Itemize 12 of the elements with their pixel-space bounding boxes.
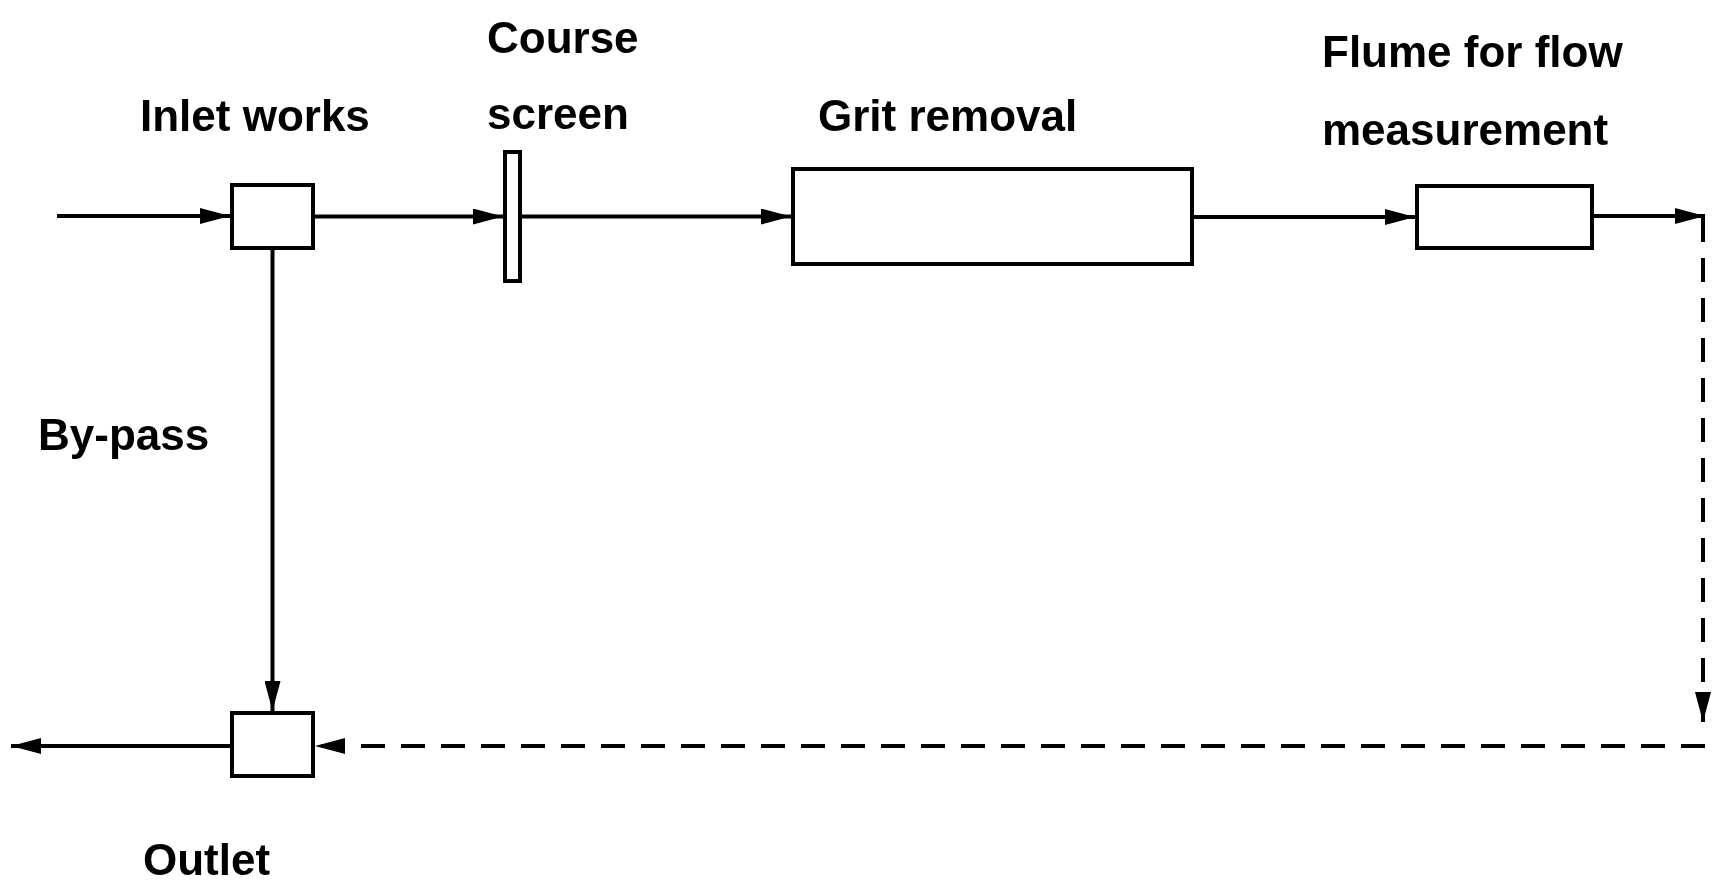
node-label: Course screen (487, 12, 640, 140)
arrow (315, 208, 503, 225)
node-label: Inlet works (140, 90, 371, 142)
arrow (264, 250, 281, 711)
arrow (1194, 209, 1415, 225)
arrow (11, 738, 230, 754)
arrow (57, 208, 230, 224)
node-label: Grit removal (818, 90, 1079, 142)
node-label: Flume for flow measurement (1322, 26, 1624, 156)
node-label: Outlet (143, 834, 272, 886)
arrow (1594, 208, 1705, 224)
arrow (522, 208, 791, 225)
